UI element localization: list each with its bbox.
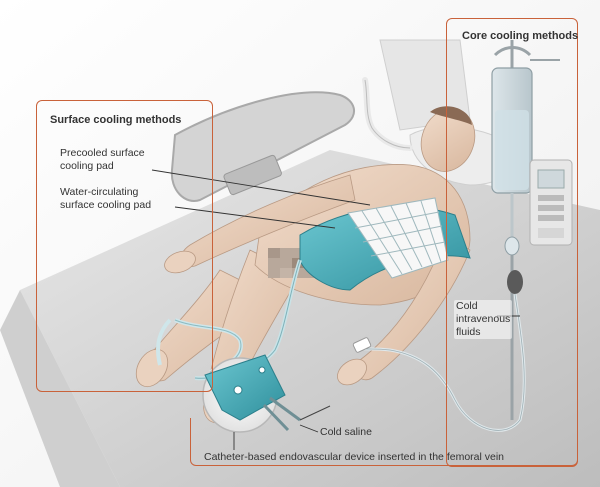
water-pad-label: Water-circulating surface cooling pad [60,186,151,212]
water-pad-label-line1: Water-circulating [60,186,139,198]
iv-fluids-label-line2: intravenous [456,313,511,325]
water-pad-label-line2: surface cooling pad [60,199,152,211]
catheter-frame [190,418,578,466]
surface-cooling-title: Surface cooling methods [50,114,182,126]
precooled-pad-label-line2: cooling pad [60,160,114,172]
infusion-pump [529,159,573,246]
bed-rail [170,91,355,202]
iv-fluids-label: Cold intravenous fluids [454,300,513,339]
iv-fluids-label-line3: fluids [456,326,481,338]
precooled-pad-grid [347,197,449,279]
surface-cooling-frame [36,100,213,392]
catheter-label: Catheter-based endovascular device inser… [204,451,505,463]
catheter-device [204,354,331,432]
cold-saline-label: Cold saline [320,426,372,438]
core-cooling-title: Core cooling methods [462,30,579,42]
precooled-pad-label: Precooled surface cooling pad [60,147,145,173]
iv-fluids-label-line1: Cold [456,300,478,312]
precooled-pad-label-line1: Precooled surface [60,147,145,159]
core-cooling-frame [446,18,578,467]
